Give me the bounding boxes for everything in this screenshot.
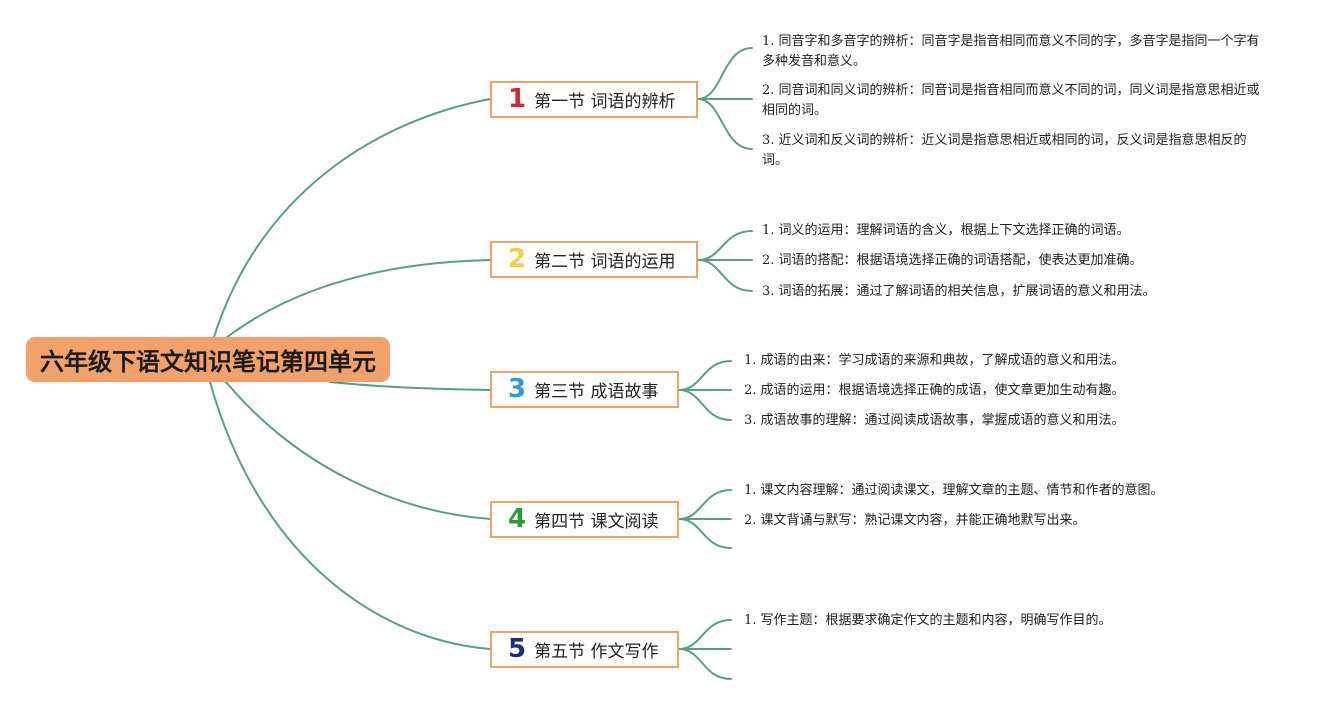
section-node-2[interactable]: 2 第二节 词语的运用 <box>490 241 698 278</box>
section-label-4: 第四节 课文阅读 <box>534 512 659 532</box>
section-5-item-1: 1. 写作主题：根据要求确定作文的主题和内容，明确写作目的。 <box>744 613 1112 628</box>
section-number-2: 2 <box>508 243 527 274</box>
section-2-item-1: 1. 词义的运用：理解词语的含义，根据上下文选择正确的词语。 <box>762 223 1130 238</box>
section-node-3[interactable]: 3 第三节 成语故事 <box>490 371 679 408</box>
section-number-4: 4 <box>508 503 527 534</box>
leaf-connector-1-1 <box>697 47 753 100</box>
section-node-1[interactable]: 1 第一节 词语的辨析 <box>490 81 698 118</box>
section-2-item-2: 2. 词语的搭配：根据语境选择正确的词语搭配，使表达更加准确。 <box>762 253 1143 268</box>
leaf-connector-4-3 <box>678 518 732 549</box>
leaf-connector-5-3 <box>678 648 732 680</box>
leaf-connector-5-1 <box>678 619 732 650</box>
section-number-5: 5 <box>508 633 527 664</box>
root-topic[interactable]: 六年级下语文知识笔记第四单元 <box>26 337 390 382</box>
leaf-connector-1-3 <box>697 98 753 150</box>
section-2-item-3: 3. 词语的拓展：通过了解词语的相关信息，扩展词语的意义和用法。 <box>762 284 1156 299</box>
branch-line-1 <box>212 98 491 341</box>
branch-line-2 <box>221 259 491 342</box>
section-label-2: 第二节 词语的运用 <box>534 252 676 272</box>
section-1-item-1: 1. 同音字和多音字的辨析：同音字是指音相同而意义不同的字，多音字是指同一个字有… <box>762 34 1260 69</box>
section-4-item-1: 1. 课文内容理解：通过阅读课文，理解文章的主题、情节和作者的意图。 <box>744 483 1164 498</box>
section-3-item-3: 3. 成语故事的理解：通过阅读成语故事，掌握成语的意义和用法。 <box>744 413 1125 428</box>
section-4-item-2: 2. 课文背诵与默写：熟记课文内容，并能正确地默写出来。 <box>744 513 1086 528</box>
section-3-item-2: 2. 成语的运用：根据语境选择正确的成语，使文章更加生动有趣。 <box>744 383 1125 398</box>
section-number-3: 3 <box>508 373 527 404</box>
branch-line-5 <box>209 381 491 650</box>
section-number-1: 1 <box>508 83 527 114</box>
leaf-connector-3-1 <box>678 360 732 391</box>
section-node-4[interactable]: 4 第四节 课文阅读 <box>490 501 679 538</box>
section-label-5: 第五节 作文写作 <box>534 642 659 662</box>
section-1-item-3: 3. 近义词和反义词的辨析：近义词是指意思相近或相同的词，反义词是指意思相反的词… <box>762 133 1247 168</box>
leaf-connector-3-3 <box>678 389 732 421</box>
section-3-item-1: 1. 成语的由来：学习成语的来源和典故，了解成语的意义和用法。 <box>744 353 1125 368</box>
leaf-connector-2-3 <box>697 259 753 292</box>
leaf-connector-4-1 <box>678 489 732 520</box>
section-node-5[interactable]: 5 第五节 作文写作 <box>490 631 679 668</box>
leaf-connector-2-1 <box>697 230 753 261</box>
section-label-3: 第三节 成语故事 <box>534 382 659 402</box>
branch-line-3 <box>329 381 491 391</box>
branch-line-4 <box>225 381 491 520</box>
section-label-1: 第一节 词语的辨析 <box>534 92 676 112</box>
section-1-item-2: 2. 同音词和同义词的辨析：同音词是指音相同而意义不同的词，同义词是指意思相近或… <box>762 83 1260 118</box>
